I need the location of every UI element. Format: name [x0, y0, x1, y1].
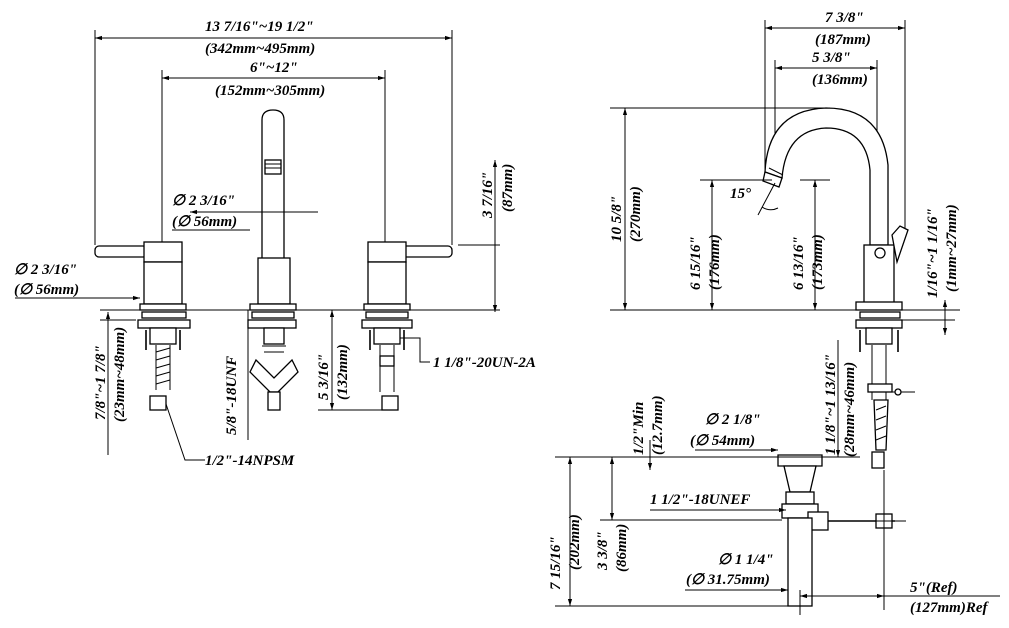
deck-thickness-label: 7/8"~1 7/8" — [93, 345, 109, 420]
spout-diameter-label: ∅ 2 3/16" — [172, 193, 235, 209]
spout-inner-reach-mm-label: (136mm) — [812, 72, 868, 88]
supply-thread-label: 1/2"-14NPSM — [205, 453, 295, 469]
front-view — [15, 30, 500, 461]
spout-diameter-mm-label: (∅ 56mm) — [172, 214, 237, 230]
aerator-height-label: 6 13/16" — [791, 236, 807, 290]
drain-rod-offset-mm-label: (127mm)Ref — [910, 600, 989, 616]
drain-length-label: 7 15/16" — [548, 536, 564, 590]
side-view — [555, 20, 1000, 615]
drain-outlet-label: 3 3/8" — [595, 531, 611, 571]
tailpiece-diameter-mm-label: (∅ 31.75mm) — [686, 572, 770, 588]
spout-angle-label: 15° — [730, 186, 751, 202]
handle-height-mm-label: (87mm) — [500, 164, 516, 212]
drain-length-mm-label: (202mm) — [567, 514, 583, 570]
tailpiece-diameter-label: ∅ 1 1/4" — [718, 552, 774, 568]
overall-height-mm-label: (270mm) — [628, 186, 644, 242]
deck-range-label: 1/16"~1 1/16" — [925, 208, 941, 298]
drain-rod-offset-label: 5"(Ref) — [910, 580, 957, 596]
spout-reach-label: 7 3/8" — [825, 10, 864, 26]
side-view-labels: 7 3/8" (187mm) 5 3/8" (136mm) 15° 10 5/8… — [609, 10, 960, 457]
handle-diameter-mm-label: (∅ 56mm) — [14, 282, 79, 298]
handle-spread-label: 6"~12" — [250, 60, 298, 76]
spout-inner-reach-label: 5 3/8" — [812, 50, 851, 66]
spout-height-mm-label: (176mm) — [707, 234, 723, 290]
aerator-height-mm-label: (173mm) — [810, 234, 826, 290]
drain-min-mm-label: (12.7mm) — [650, 395, 666, 455]
spout-height-label: 6 15/16" — [688, 236, 704, 290]
drain-labels: 1/2"Min (12.7mm) ∅ 2 1/8" (∅ 54mm) 1 1/2… — [548, 395, 989, 616]
overall-height-label: 10 5/8" — [609, 196, 625, 242]
handle-height-label: 3 7/16" — [480, 172, 496, 219]
drain-min-label: 1/2"Min — [631, 402, 647, 455]
drain-thread-label: 1 1/2"-18UNEF — [650, 492, 750, 508]
front-view-labels: 13 7/16"~19 1/2" (342mm~495mm) 6"~12" (1… — [14, 19, 536, 469]
mounting-thickness-mm-label: (28mm~46mm) — [842, 362, 858, 457]
mounting-thickness-label: 1 1/8"~1 13/16" — [823, 354, 839, 455]
deck-thickness-mm-label: (23mm~48mm) — [112, 327, 128, 422]
shank-thread-label: 1 1/8"-20UN-2A — [433, 355, 536, 371]
spout-thread-label: 5/8"-18UNF — [224, 356, 240, 435]
overall-width-mm-label: (342mm~495mm) — [205, 41, 315, 57]
overall-width-label: 13 7/16"~19 1/2" — [205, 19, 314, 35]
handle-spread-mm-label: (152mm~305mm) — [215, 83, 325, 99]
spout-reach-mm-label: (187mm) — [815, 32, 871, 48]
shank-length-mm-label: (132mm) — [335, 344, 351, 400]
drain-outlet-mm-label: (86mm) — [614, 524, 630, 572]
drain-flange-diameter-label: ∅ 2 1/8" — [705, 412, 761, 428]
drain-flange-diameter-mm-label: (∅ 54mm) — [690, 433, 755, 449]
handle-diameter-label: ∅ 2 3/16" — [14, 262, 77, 278]
deck-range-mm-label: (1mm~27mm) — [944, 204, 960, 292]
shank-length-label: 5 3/16" — [316, 354, 332, 400]
